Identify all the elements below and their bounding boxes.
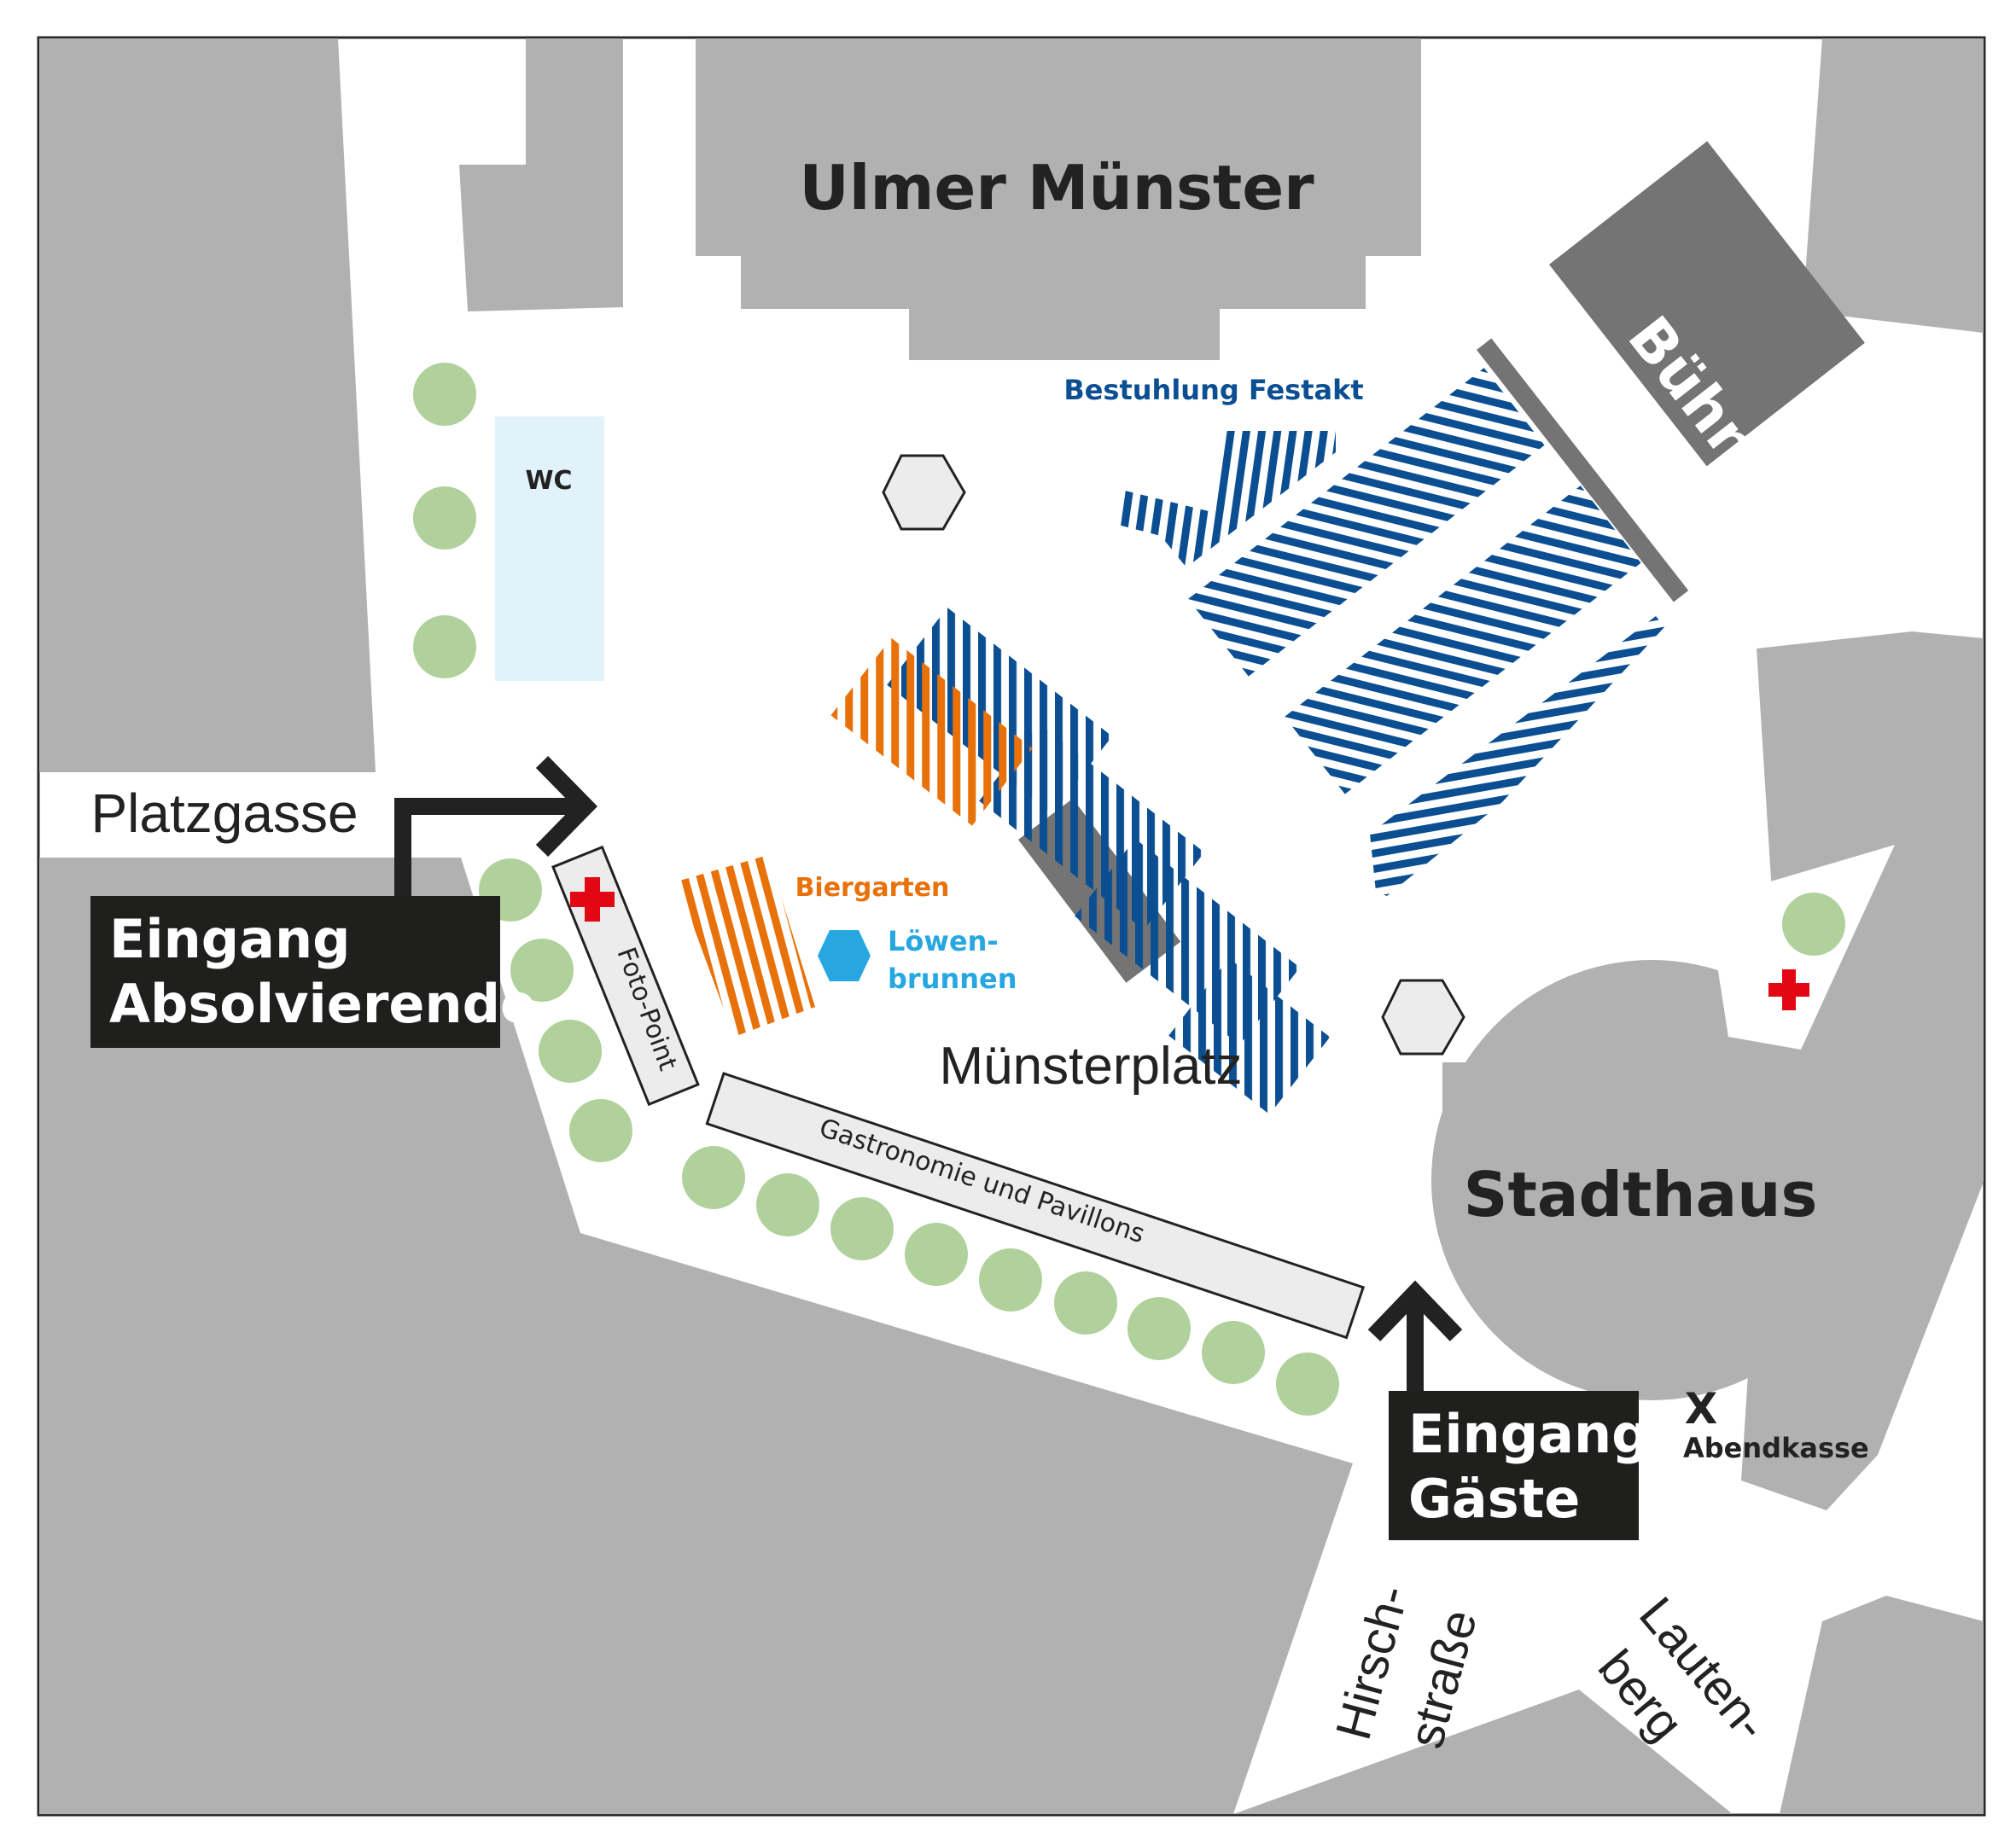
guests-entrance-label-1: Eingang [1408, 1403, 1649, 1465]
box-office-mark: X [1685, 1384, 1718, 1434]
beer-garden-block [830, 637, 1033, 826]
town-hall-label: Stadthaus [1464, 1159, 1818, 1230]
tree-icon [682, 1146, 745, 1209]
box-office-label: Abendkasse [1683, 1432, 1869, 1464]
square-label: Münsterplatz [940, 1037, 1243, 1096]
building-top-small [459, 38, 623, 311]
building-right-top [1803, 38, 1984, 333]
seating-block [1168, 958, 1331, 1114]
tree-icon [830, 1197, 894, 1260]
buildings [39, 38, 1984, 1814]
first-aid-red-cross-icon [570, 877, 615, 922]
building-right-bottom [1780, 1596, 1984, 1814]
stage [1477, 141, 1865, 602]
tree-icon [1782, 893, 1845, 956]
beer-garden-label: Biergarten [795, 873, 950, 903]
graduates-entrance-box [90, 896, 500, 1048]
cathedral [696, 38, 1421, 360]
wc-label: WC [525, 466, 572, 496]
graduates-entrance-arrow-icon [394, 755, 598, 900]
first-aid-red-cross-icon [1768, 969, 1809, 1010]
guests-entrance-arrow-icon [1367, 1280, 1463, 1399]
tree-icon [1276, 1352, 1339, 1416]
tree-icon [756, 1173, 819, 1236]
building-left-bottom [39, 858, 1353, 1814]
tree-icon [539, 1020, 602, 1083]
graduates-entrance-label-2: Absolvierende [109, 973, 536, 1035]
street-platzgasse: Platzgasse [90, 782, 358, 844]
seating-block [1118, 431, 1336, 567]
fountain-hexagon-icon [818, 930, 871, 981]
cathedral-label: Ulmer Münster [799, 152, 1314, 224]
beer-garden-block [677, 855, 815, 1037]
seating-block [1370, 616, 1664, 896]
kiosk-top-hexagon-icon [882, 454, 966, 531]
fountain-label-1: Löwen- [888, 925, 999, 957]
building-bottom-middle [1233, 1690, 1733, 1814]
wc-area [495, 416, 604, 681]
guests-entrance-box [1389, 1391, 1639, 1540]
seating-block [1188, 368, 1545, 677]
tree-icon [905, 1223, 968, 1286]
tree-icon [413, 615, 476, 678]
tree-icon [979, 1248, 1042, 1312]
tree-icon [1202, 1321, 1265, 1384]
seating-label: Bestuhlung Festakt [1063, 374, 1363, 406]
seating-area [887, 368, 1664, 1114]
seating-block [1285, 486, 1641, 794]
gastronomy-area [705, 1072, 1366, 1340]
graduates-entrance-label-1: Eingang [109, 908, 350, 970]
guests-entrance-label-2: Gäste [1408, 1468, 1580, 1530]
town-hall-annex [1442, 1062, 1545, 1131]
tree-icon [569, 1099, 632, 1162]
kiosk-right-hexagon-icon [1381, 979, 1465, 1056]
tree-icon [510, 939, 574, 1002]
tree-icon [413, 363, 476, 426]
tree-icon [1054, 1271, 1117, 1335]
tree-icon [413, 486, 476, 550]
building-left-top [39, 38, 376, 772]
trees [413, 363, 1845, 1416]
fountain-label-2: brunnen [888, 963, 1017, 995]
tree-icon [1127, 1297, 1191, 1360]
